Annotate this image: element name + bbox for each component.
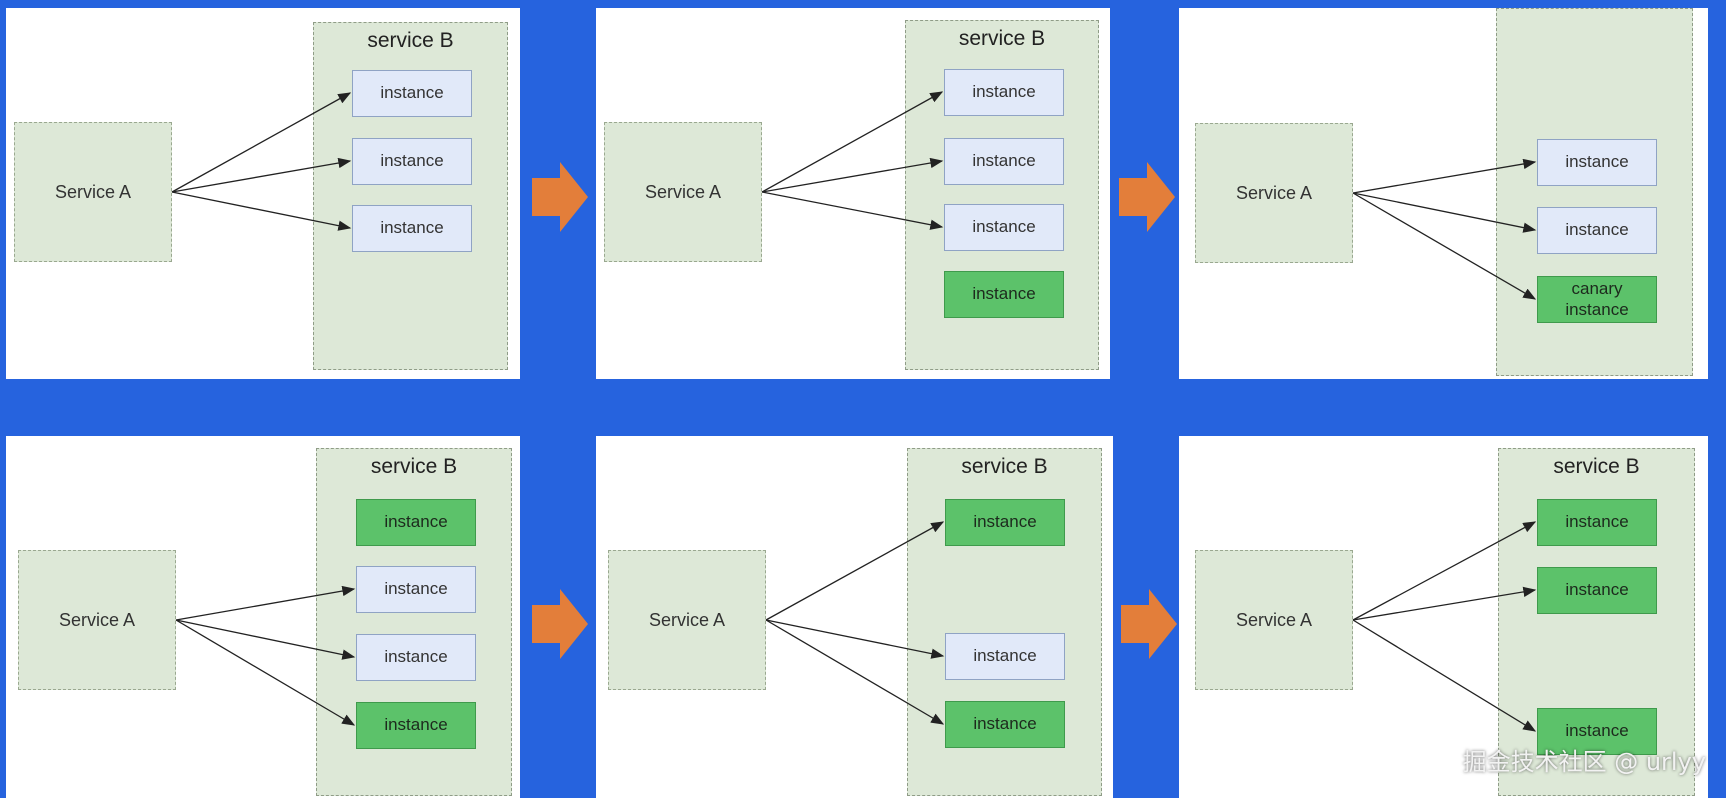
diagram-panel-5: service B Service A instance instance instan… [596,436,1113,798]
service-a-box: Service A [18,550,176,690]
old-version-instance: instance [356,566,476,613]
new-version-instance: instance [356,499,476,546]
old-version-instance: instance [944,138,1064,185]
service-a-box: Service A [1195,550,1353,690]
next-step-arrow-icon [532,162,588,232]
service-b-title: service B [1553,455,1640,478]
new-version-instance: canary instance [1537,276,1657,323]
service-a-box: Service A [1195,123,1353,263]
diagram-panel-3: Service A instance instance canary instance [1179,8,1708,379]
old-version-instance: instance [1537,207,1657,254]
old-version-instance: instance [944,204,1064,251]
old-version-instance: instance [352,205,472,252]
service-a-label: Service A [644,181,722,202]
next-step-arrow-icon [532,589,588,659]
service-a-label: Service A [58,609,136,630]
service-a-box: Service A [604,122,762,262]
new-version-instance: instance [356,702,476,749]
service-a-label: Service A [1235,609,1313,630]
service-b-title: service B [367,29,454,52]
new-version-instance: instance [944,271,1064,318]
old-version-instance: instance [944,69,1064,116]
new-version-instance: instance [945,701,1065,748]
next-step-arrow-icon [1119,162,1175,232]
diagram-panel-6: service B Service A instance instance instan… [1179,436,1708,798]
old-version-instance: instance [352,70,472,117]
diagram-panel-4: service B Service A instance instance instan… [6,436,520,798]
service-b-title: service B [370,455,458,478]
old-version-instance: instance [352,138,472,185]
old-version-instance: instance [945,633,1065,680]
diagram-panel-2: service B Service A instance instance instan… [596,8,1110,379]
service-b-title: service B [958,27,1046,50]
new-version-instance: instance [945,499,1065,546]
new-version-instance: instance [1537,567,1657,614]
diagram-panel-1: service B Service A instance instance instan… [6,8,520,379]
service-a-box: Service A [14,122,172,262]
service-a-label: Service A [1235,182,1313,203]
old-version-instance: instance [1537,139,1657,186]
service-a-box: Service A [608,550,766,690]
service-a-label: Service A [648,609,726,630]
service-a-label: Service A [54,181,132,202]
new-version-instance: instance [1537,708,1657,755]
service-b-title: service B [961,455,1048,478]
watermark: 掘金技术社区 @ urlyy [1462,748,1706,776]
next-step-arrow-icon [1121,589,1177,659]
new-version-instance: instance [1537,499,1657,546]
old-version-instance: instance [356,634,476,681]
